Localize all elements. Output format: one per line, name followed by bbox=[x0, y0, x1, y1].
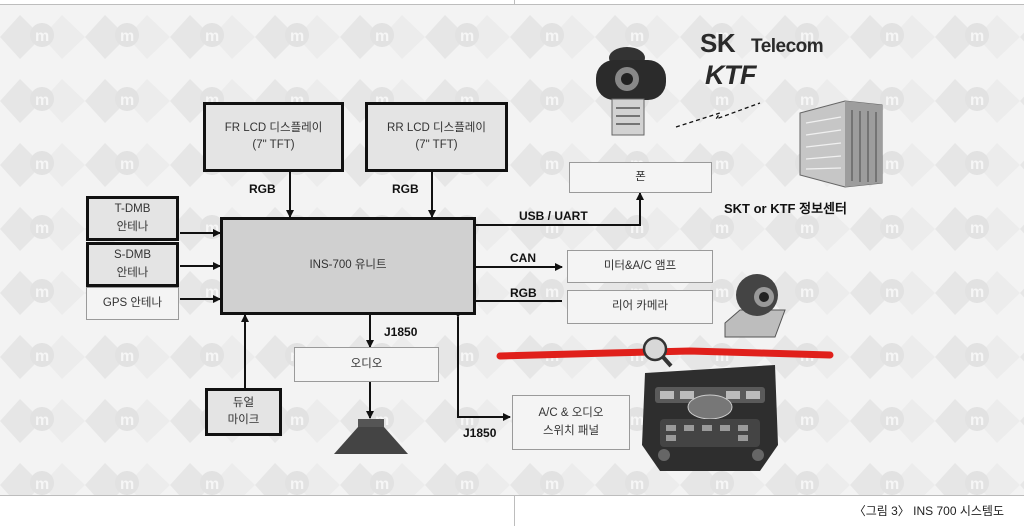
dual-mic-line2: 마이크 bbox=[227, 414, 260, 426]
meter-ac-amp-block: 미터&A/C 앰프 bbox=[567, 250, 713, 283]
phone-device-icon bbox=[596, 47, 666, 136]
rear-camera-block: 리어 카메라 bbox=[567, 290, 713, 324]
red-underline-mark bbox=[496, 347, 834, 360]
info-center-building-icon bbox=[799, 100, 883, 188]
phone-block: 폰 bbox=[569, 162, 712, 193]
diagram-area: m bbox=[0, 5, 1024, 495]
info-center-label: SKT or KTF 정보센터 bbox=[724, 201, 847, 216]
tdmb-line1: T-DMB bbox=[114, 203, 151, 216]
line-phone bbox=[469, 192, 644, 229]
switch-panel-photo bbox=[642, 365, 778, 471]
telecom-logo: Telecom bbox=[751, 36, 824, 57]
sdmb-antenna-block: S-DMB 안테나 bbox=[86, 242, 179, 287]
label-can: CAN bbox=[510, 251, 536, 265]
rr-lcd-line1: RR LCD 디스플레이 bbox=[387, 121, 486, 134]
ins700-unit-block: INS-700 유니트 bbox=[220, 217, 476, 315]
ac-panel-line2: 스위치 패널 bbox=[542, 424, 600, 437]
label-j1850-panel: J1850 bbox=[463, 426, 497, 440]
label-rgb-cam: RGB bbox=[510, 286, 537, 300]
label-rgb-rr: RGB bbox=[392, 182, 419, 196]
audio-block: 오디오 bbox=[294, 347, 439, 382]
magnifier-icon bbox=[642, 336, 673, 368]
ktf-logo: KTF bbox=[705, 60, 756, 90]
fr-lcd-line1: FR LCD 디스플레이 bbox=[224, 121, 323, 134]
top-rule bbox=[0, 4, 1024, 5]
label-usb-uart: USB / UART bbox=[519, 209, 588, 223]
line-ac-panel bbox=[454, 310, 511, 421]
label-j1850-audio: J1850 bbox=[384, 325, 418, 339]
figure-caption: 〈그림 3〉 INS 700 시스템도 bbox=[853, 504, 1004, 518]
audio-label: 오디오 bbox=[350, 357, 383, 370]
fr-lcd-line2: (7" TFT) bbox=[252, 139, 295, 151]
wireless-link bbox=[675, 102, 761, 128]
connection-lines bbox=[180, 47, 883, 471]
speaker-icon bbox=[334, 419, 408, 454]
ac-panel-line1: A/C & 오디오 bbox=[538, 407, 604, 420]
rear-camera-icon bbox=[724, 274, 786, 338]
rr-lcd-line2: (7" TFT) bbox=[415, 139, 458, 151]
ac-audio-switch-panel-block: A/C & 오디오 스위치 패널 bbox=[512, 395, 630, 450]
label-rgb-fr: RGB bbox=[249, 182, 276, 196]
sdmb-line2: 안테나 bbox=[116, 266, 149, 279]
phone-label: 폰 bbox=[635, 170, 646, 183]
tdmb-antenna-block: T-DMB 안테나 bbox=[86, 196, 179, 241]
gutter-tick-bottom bbox=[514, 495, 515, 526]
gutter-tick-top bbox=[514, 0, 515, 5]
gps-line1: GPS 안테나 bbox=[102, 296, 163, 309]
fr-lcd-display-block: FR LCD 디스플레이 (7" TFT) bbox=[203, 102, 344, 172]
sdmb-line1: S-DMB bbox=[113, 249, 152, 262]
rr-lcd-display-block: RR LCD 디스플레이 (7" TFT) bbox=[365, 102, 508, 172]
meter-label: 미터&A/C 앰프 bbox=[603, 259, 677, 272]
bottom-rule bbox=[0, 495, 1024, 496]
tdmb-line2: 안테나 bbox=[116, 220, 149, 233]
rear-camera-label: 리어 카메라 bbox=[611, 300, 669, 313]
dual-mic-line1: 듀얼 bbox=[232, 396, 255, 409]
gps-antenna-block: GPS 안테나 bbox=[86, 287, 179, 320]
sk-logo: SK bbox=[700, 28, 736, 58]
dual-mic-block: 듀얼 마이크 bbox=[205, 388, 282, 436]
ins700-label: INS-700 유니트 bbox=[309, 259, 387, 272]
